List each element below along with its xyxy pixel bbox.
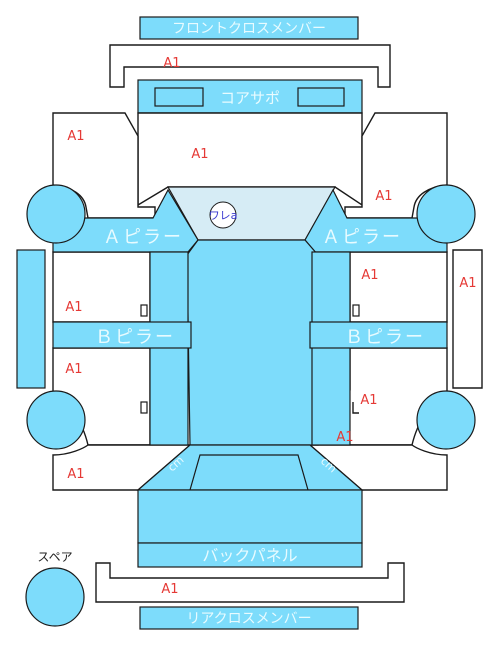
rear-glass xyxy=(189,454,309,491)
left-front-door-handle xyxy=(140,304,148,317)
right-rear-door-mark: A1 xyxy=(360,393,377,408)
left-b-pillar[interactable] xyxy=(52,321,192,349)
front-cross-member-label: フロントクロスメンバー xyxy=(172,21,326,37)
rear-cross-mark: A1 xyxy=(161,582,178,597)
left-rear-door-handle xyxy=(140,401,148,414)
left-fender-mark: A1 xyxy=(67,129,84,144)
spare-tire[interactable] xyxy=(25,567,85,627)
back-panel-label: バックパネル xyxy=(202,546,297,565)
right-edge-mark: A1 xyxy=(459,276,476,291)
front-cross-mark: A1 xyxy=(163,56,180,71)
right-rear-wheel[interactable] xyxy=(416,390,476,450)
right-front-door-mark: A1 xyxy=(361,268,378,283)
left-front-door-mark: A1 xyxy=(65,300,82,315)
rear-cross-member[interactable] xyxy=(139,606,359,630)
right-front-door[interactable] xyxy=(349,251,448,323)
core-support-label: コアサポ xyxy=(220,89,280,107)
back-panel[interactable] xyxy=(137,542,363,568)
left-a-pillar-label: Ａピラー xyxy=(103,227,183,248)
spare-label: スペア xyxy=(37,550,72,564)
right-front-door-handle xyxy=(352,304,360,317)
windshield-note: ワレa xyxy=(209,209,238,222)
left-rear-door-mark: A1 xyxy=(65,362,82,377)
right-a-pillar-label: Ａピラー xyxy=(322,227,402,248)
left-mirror[interactable] xyxy=(16,249,46,389)
rear-panel-upper[interactable] xyxy=(137,489,363,544)
rear-cross-member-label: リアクロスメンバー xyxy=(186,611,311,627)
left-rear-wheel[interactable] xyxy=(26,390,86,450)
hood-mark: A1 xyxy=(191,147,208,162)
core-support-left-light xyxy=(154,87,204,107)
core-support-right-light xyxy=(297,87,345,107)
left-front-wheel[interactable] xyxy=(26,184,86,244)
roof[interactable] xyxy=(186,239,319,446)
right-fender-mark: A1 xyxy=(375,189,392,204)
right-b-pillar-label: Ｂピラー xyxy=(345,327,425,348)
left-b-pillar-label: Ｂピラー xyxy=(95,327,175,348)
right-mirror[interactable] xyxy=(452,249,483,389)
front-cross-member[interactable] xyxy=(139,16,359,40)
right-quarter-mark: A1 xyxy=(336,430,353,445)
left-quarter-mark: A1 xyxy=(67,467,84,482)
right-rear-door-handle xyxy=(352,402,359,414)
right-front-wheel[interactable] xyxy=(416,184,476,244)
front-bumper-outline xyxy=(109,44,391,88)
windshield-note-marker xyxy=(209,201,237,229)
rear-bumper-outline xyxy=(95,562,405,603)
right-b-pillar[interactable] xyxy=(309,321,448,349)
